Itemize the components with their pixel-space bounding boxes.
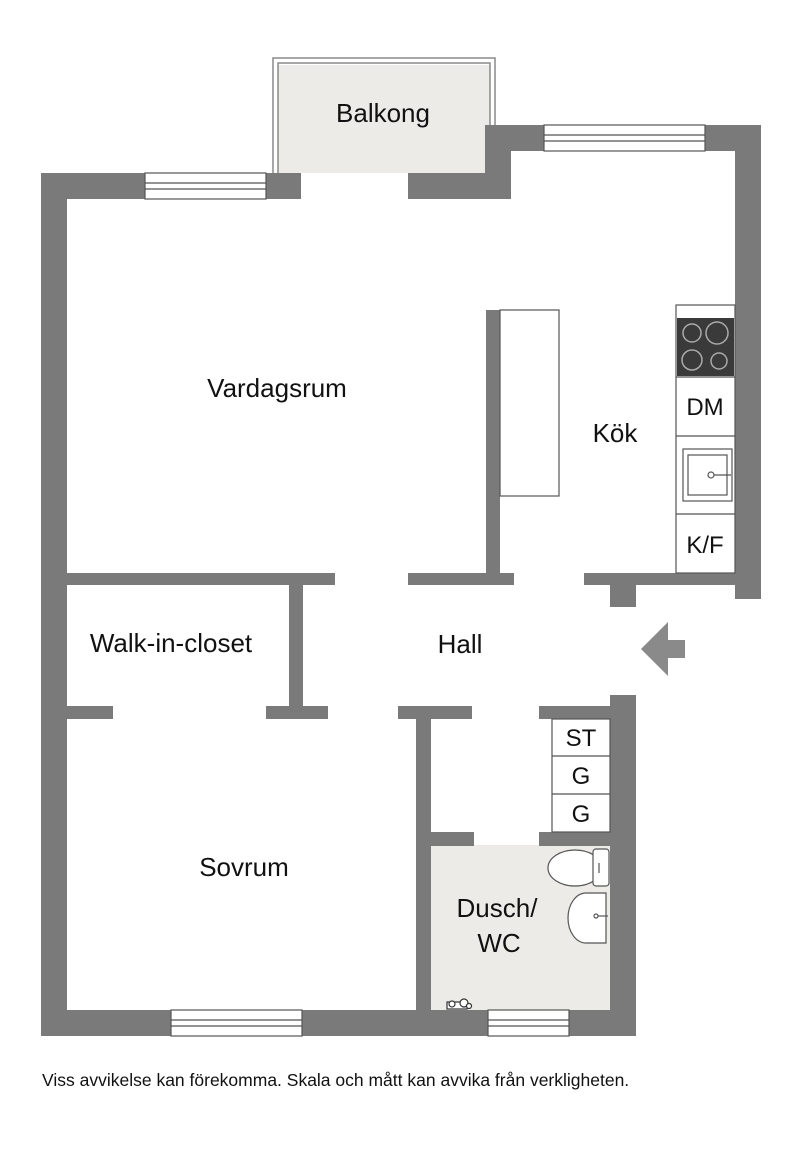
shower-mixer-icon <box>446 998 473 1010</box>
window-bedroom <box>170 1009 303 1037</box>
window-kitchen <box>543 124 706 152</box>
kitchen-island <box>499 309 560 497</box>
room-label-wc: WC <box>477 928 520 958</box>
walls <box>41 125 761 1036</box>
wardrobe-label-g2: G <box>572 801 591 828</box>
windows <box>144 124 706 1037</box>
kitchen-sink-icon <box>682 448 733 502</box>
room-label-dusch: Dusch/ <box>457 893 539 923</box>
floor-plan: Balkong Vardagsrum Kök Walk-in-closet Ha… <box>41 57 761 1037</box>
room-label-sovrum: Sovrum <box>199 852 289 882</box>
appliance-label-dm: DM <box>686 394 723 421</box>
balcony-railing <box>272 57 496 173</box>
window-top-left <box>144 172 267 200</box>
entrance-arrow-icon <box>641 622 685 676</box>
room-label-kok: Kök <box>593 418 639 448</box>
wardrobes <box>551 718 611 833</box>
balcony-railing-inner <box>277 62 491 173</box>
room-label-walk-in-closet: Walk-in-closet <box>90 628 253 658</box>
window-bathroom <box>487 1009 570 1037</box>
washbasin-icon <box>567 892 608 944</box>
disclaimer-text: Viss avvikelse kan förekomma. Skala och … <box>42 1070 630 1090</box>
storage-label-st: ST <box>566 725 597 752</box>
balcony-floor <box>278 65 490 173</box>
room-label-vardagsrum: Vardagsrum <box>207 373 347 403</box>
wardrobe-label-g1: G <box>572 763 591 790</box>
toilet-icon <box>547 848 610 887</box>
room-label-hall: Hall <box>438 629 483 659</box>
room-label-balkong: Balkong <box>336 98 430 128</box>
stove-icon <box>677 318 734 376</box>
appliance-label-kf: K/F <box>686 532 723 559</box>
